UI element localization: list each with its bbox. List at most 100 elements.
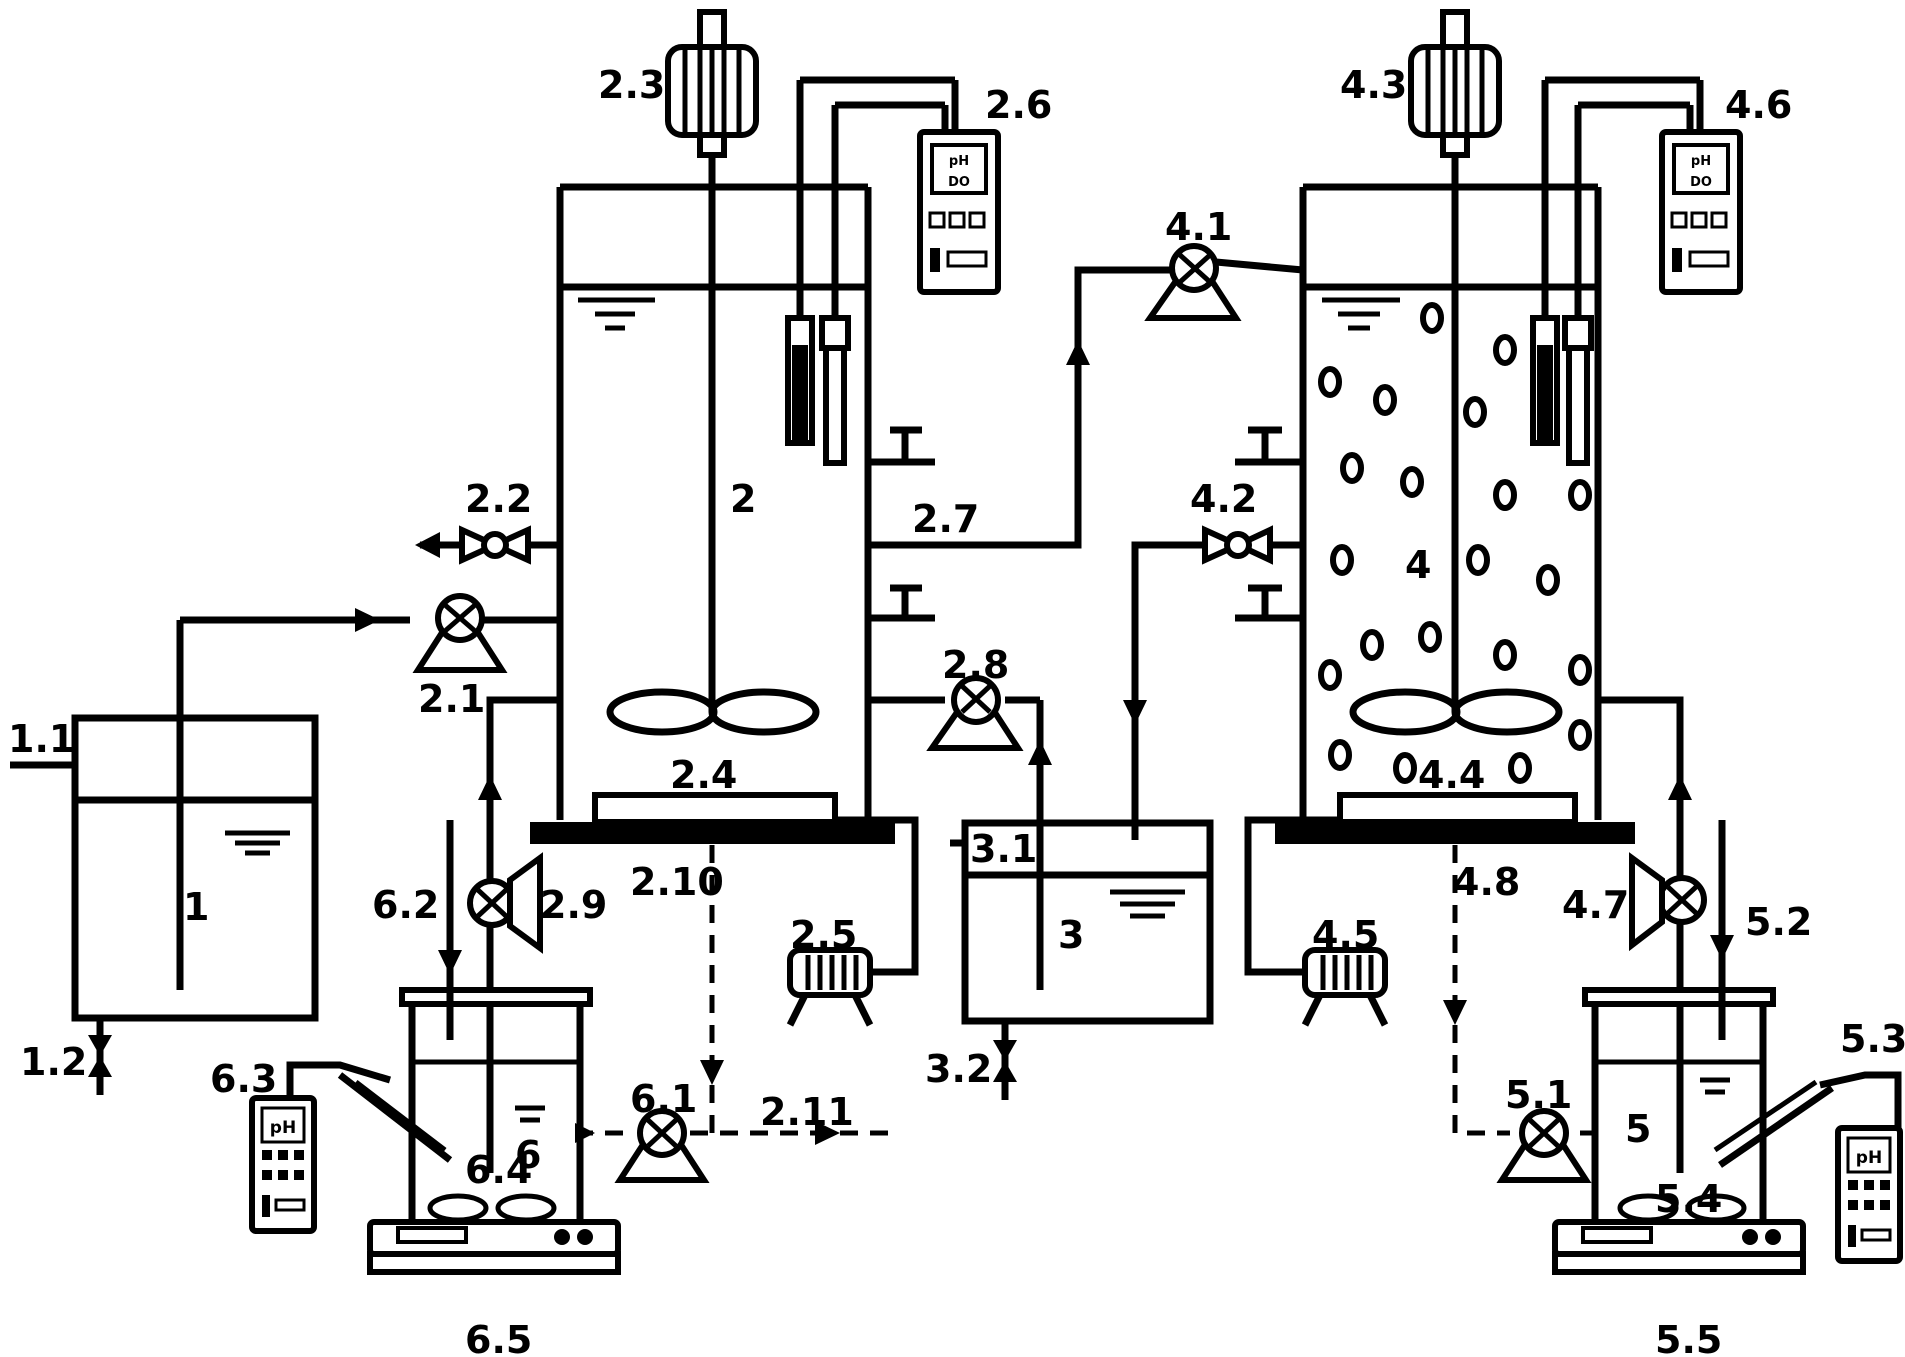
label-6-2: 6.2	[372, 883, 439, 927]
stir-bar-icon	[427, 1193, 557, 1223]
label-4-7: 4.7	[1562, 883, 1629, 927]
flow-arrow-icon	[1668, 775, 1692, 800]
tank-3	[950, 819, 1214, 1100]
heater-plate	[1337, 792, 1578, 825]
label-6-3: 6.3	[210, 1057, 277, 1101]
label-2-10: 2.10	[630, 860, 724, 904]
label-4-1: 4.1	[1165, 205, 1232, 249]
water-level-icon	[578, 297, 655, 331]
label-4: 4	[1405, 543, 1431, 587]
pump-icon	[614, 1108, 710, 1183]
meter-do-text: DO	[1690, 175, 1712, 190]
sampling-port-icon	[1235, 584, 1303, 622]
label-2-2: 2.2	[465, 477, 532, 521]
label-5-3: 5.3	[1840, 1017, 1905, 1061]
flow-arrow-icon	[1066, 340, 1090, 365]
reactor-4	[1235, 76, 1704, 844]
water-level-icon	[515, 1105, 545, 1123]
label-2-3: 2.3	[598, 63, 665, 107]
motor-icon	[665, 9, 759, 158]
flow-arrow-icon	[1123, 700, 1147, 725]
reactor-2	[530, 76, 959, 844]
bubbles	[1318, 302, 1592, 784]
meter-ph-text: pH	[1856, 1148, 1882, 1168]
label-4-8: 4.8	[1453, 860, 1520, 904]
sampling-port-icon	[1235, 426, 1303, 466]
label-2-9: 2.9	[540, 883, 607, 927]
valve-icon	[459, 525, 531, 565]
motor-icon	[1408, 9, 1502, 158]
probe-icon	[819, 105, 851, 466]
heater-unit-icon	[1301, 947, 1389, 1027]
heater-plate	[592, 792, 838, 825]
label-2-11: 2.11	[760, 1090, 854, 1134]
label-4-2: 4.2	[1190, 477, 1257, 521]
label-2: 2	[730, 477, 756, 521]
impeller-icon	[1349, 688, 1563, 736]
label-2-5: 2.5	[790, 913, 857, 957]
label-3-2: 3.2	[925, 1047, 992, 1091]
pump-icon	[1496, 1108, 1592, 1183]
label-6: 6	[515, 1133, 541, 1177]
beaker-5	[1552, 820, 1902, 1275]
pump-icon	[926, 675, 1024, 751]
water-level-icon	[1700, 1077, 1730, 1095]
sampling-port-icon	[868, 426, 935, 466]
label-5-4: 5.4	[1655, 1177, 1722, 1221]
valve-icon	[1202, 525, 1273, 565]
probe-icon	[1530, 80, 1560, 446]
label-2-4: 2.4	[670, 753, 737, 797]
beaker-6	[286, 820, 621, 1275]
flow-arrow-icon	[1710, 935, 1734, 960]
ph-meter-icon: pH	[249, 1095, 317, 1234]
pump-icon	[412, 593, 508, 673]
flow-arrow-icon	[1028, 740, 1052, 765]
flow-arrow-icon	[355, 608, 380, 632]
label-6-1: 6.1	[630, 1077, 697, 1121]
drain-valve-icon	[993, 1040, 1017, 1082]
pump-icon	[467, 852, 543, 954]
feed-tank-1	[10, 620, 319, 1095]
pump-icon	[1144, 243, 1242, 321]
flow-arrow-icon	[438, 950, 462, 975]
label-4-6: 4.6	[1725, 83, 1792, 127]
label-1: 1	[183, 885, 209, 929]
probe-icon	[1562, 105, 1594, 466]
label-5-5: 5.5	[1655, 1318, 1722, 1357]
label-6-5: 6.5	[465, 1318, 532, 1357]
meter-do-text: DO	[948, 175, 970, 190]
label-4-3: 4.3	[1340, 63, 1407, 107]
meter-icon: pH DO	[917, 129, 1001, 295]
label-5-2: 5.2	[1745, 900, 1812, 944]
flow-arrow-icon	[815, 1121, 840, 1145]
impeller-icon	[606, 688, 820, 736]
label-3: 3	[1058, 913, 1084, 957]
sampling-port-icon	[868, 584, 935, 622]
label-2-8: 2.8	[942, 643, 1009, 687]
label-3-1: 3.1	[970, 827, 1037, 871]
probe-icon	[785, 80, 815, 446]
meter-ph-text: pH	[270, 1118, 296, 1138]
meter-ph-text: pH	[1691, 154, 1711, 169]
label-2-1: 2.1	[418, 677, 485, 721]
ph-meter-icon: pH	[1835, 1125, 1903, 1264]
drain-valve-icon	[88, 1035, 112, 1077]
label-2-7: 2.7	[912, 497, 979, 541]
pump-icon	[1629, 852, 1707, 952]
flow-arrow-icon	[415, 532, 440, 558]
heater-unit-icon	[786, 947, 874, 1027]
label-2-6: 2.6	[985, 83, 1052, 127]
label-4-4: 4.4	[1418, 753, 1485, 797]
label-6-4: 6.4	[465, 1148, 532, 1192]
meter-icon: pH DO	[1659, 129, 1743, 295]
label-5: 5	[1625, 1107, 1651, 1151]
water-level-icon	[1322, 297, 1400, 331]
label-4-5: 4.5	[1312, 913, 1379, 957]
flow-arrow-icon	[478, 775, 502, 800]
flow-arrow-icon	[1443, 1000, 1467, 1025]
water-level-icon	[225, 830, 290, 856]
flow-arrow-icon	[700, 1060, 724, 1085]
label-5-1: 5.1	[1505, 1073, 1572, 1117]
meter-ph-text: pH	[949, 154, 969, 169]
